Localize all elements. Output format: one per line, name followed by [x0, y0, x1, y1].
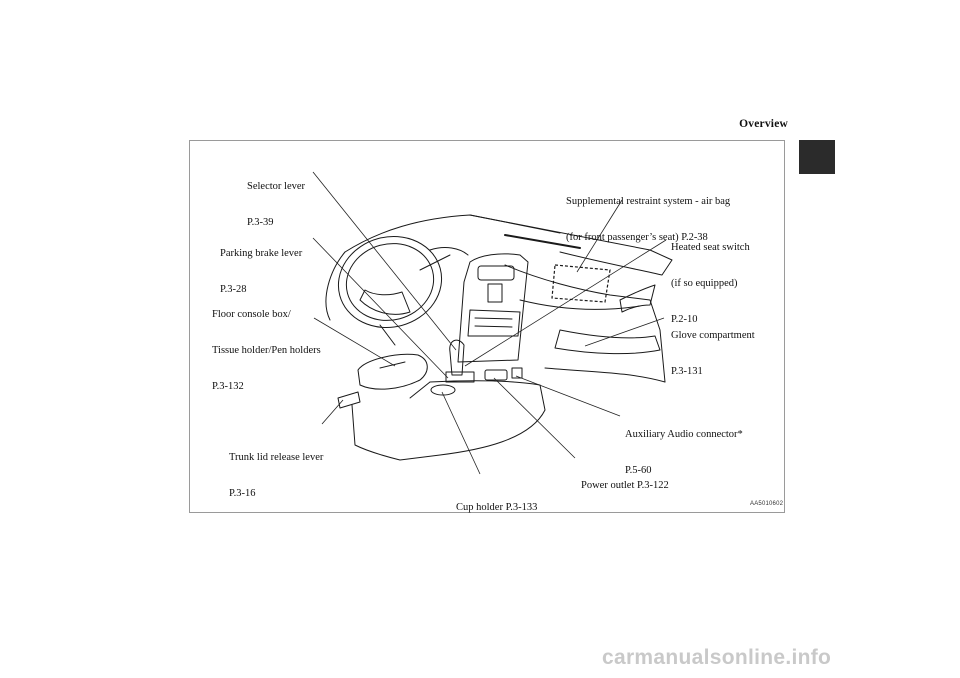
- label-trunk-lid: Trunk lid release lever P.3-16: [229, 452, 324, 499]
- label-parking-brake: Parking brake lever P.3-28: [220, 248, 303, 295]
- leader-line-cup: [441, 391, 481, 475]
- leader-line-srs: [576, 199, 623, 273]
- leader-line-power: [493, 377, 576, 459]
- figure-frame: [189, 140, 785, 513]
- leader-line-selector: [312, 171, 457, 351]
- label-aux-audio: Auxiliary Audio connector* P.5-60: [625, 429, 743, 476]
- watermark-text: carmanualsonline.info: [602, 646, 832, 669]
- label-heated-seat: Heated seat switch (if so equipped) P.2-…: [671, 242, 750, 325]
- leader-line-aux: [515, 375, 621, 417]
- label-cup-holder: Cup holder P.3-133: [456, 502, 538, 513]
- figure-code: AA5010602: [750, 501, 784, 507]
- airbag-dashed-outline: [551, 264, 611, 303]
- label-selector-lever: Selector lever P.3-39: [247, 181, 306, 228]
- label-power-outlet: Power outlet P.3-122: [581, 480, 669, 491]
- leader-line-console: [313, 317, 396, 367]
- label-srs-airbag: Supplemental restraint system - air bag …: [566, 196, 731, 243]
- chapter-tab: [799, 140, 835, 174]
- leader-line-heated: [464, 239, 667, 367]
- leader-line-trunk: [321, 399, 344, 425]
- leader-line-parking: [312, 237, 449, 379]
- label-glove-compartment: Glove compartment P.3-131: [671, 330, 755, 377]
- page-header-title: Overview: [739, 118, 788, 130]
- label-floor-console: Floor console box/ Tissue holder/Pen hol…: [212, 309, 321, 392]
- leader-line-glove: [584, 317, 665, 347]
